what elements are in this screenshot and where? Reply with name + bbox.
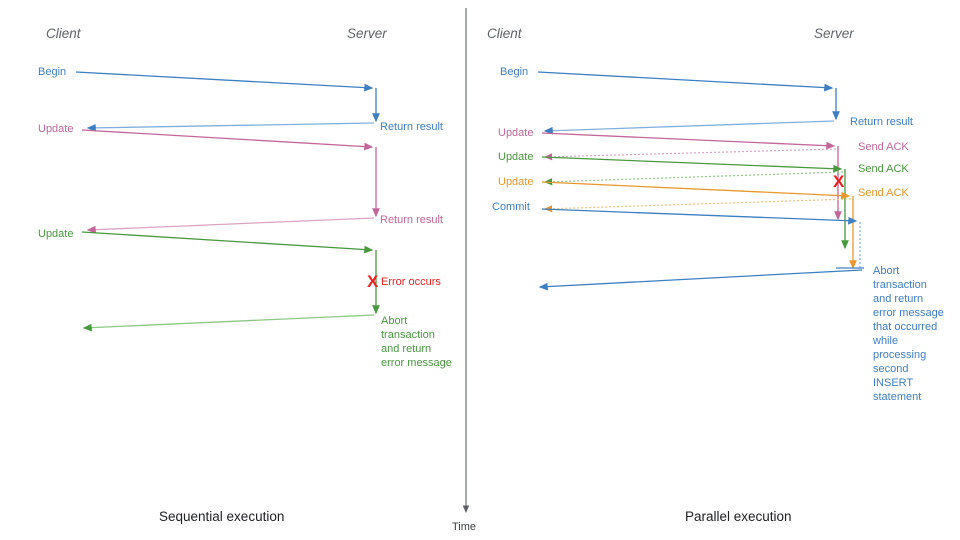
arrow-return-result-parallel	[543, 120, 835, 135]
abort-note-line-1: transaction	[381, 329, 435, 341]
arrow-update-3-parallel	[541, 181, 851, 200]
arrow-abort-return	[82, 314, 375, 332]
abort-note-parallel-line-2: and return	[873, 293, 923, 305]
time-axis-label: Time	[452, 521, 476, 533]
message-update-1-parallel-label: Update	[498, 127, 533, 139]
arrow-abort-return-parallel	[538, 269, 863, 291]
error-occurs-label: Error occurs	[381, 276, 441, 288]
message-update-1-label: Update	[38, 123, 73, 135]
message-update-3-parallel: Update	[498, 176, 851, 200]
error-x-icon: X	[367, 272, 379, 291]
error-marker-group-parallel: X	[833, 172, 845, 191]
message-update-2: Update	[38, 228, 374, 254]
message-send-ack-1: Send ACK	[543, 141, 909, 161]
abort-note-parallel-line-0: Abort	[873, 265, 899, 277]
message-begin-parallel-label: Begin	[500, 66, 528, 78]
abort-note-line-3: error message	[381, 357, 452, 369]
abort-note-parallel-line-8: INSERT	[873, 377, 913, 389]
message-return-result-2-label: Return result	[380, 214, 443, 226]
message-begin-label: Begin	[38, 66, 66, 78]
arrow-return-result-1	[86, 122, 375, 132]
abort-note-sequential: Abort transaction and return error messa…	[381, 315, 452, 369]
caption-parallel: Parallel execution	[685, 509, 792, 524]
actor-server-label-parallel: Server	[814, 26, 854, 41]
message-update-2-label: Update	[38, 228, 73, 240]
message-update-1-parallel: Update	[498, 127, 836, 150]
message-update-3-parallel-label: Update	[498, 176, 533, 188]
panel-sequential: Client Server Begin Return result Update	[38, 26, 452, 524]
message-update-2-parallel: Update	[498, 151, 843, 173]
message-send-ack-2: Send ACK	[543, 163, 909, 186]
abort-note-parallel-line-3: error message	[873, 307, 944, 319]
actor-client-label-parallel: Client	[487, 26, 523, 41]
message-abort-return	[82, 314, 375, 332]
message-return-result-2: Return result	[86, 214, 443, 234]
arrow-commit-parallel	[541, 208, 858, 225]
arrow-return-result-2	[86, 217, 375, 234]
message-return-result-parallel: Return result	[543, 116, 913, 135]
arrow-send-ack-1	[543, 148, 837, 161]
error-marker-group: X Error occurs	[367, 272, 441, 291]
message-return-result-1: Return result	[86, 121, 443, 133]
message-send-ack-1-label: Send ACK	[858, 141, 909, 153]
message-begin: Begin	[38, 66, 374, 92]
actor-client-label: Client	[46, 26, 82, 41]
actor-server-label: Server	[347, 26, 387, 41]
arrow-send-ack-3	[543, 198, 852, 213]
arrow-update-2-parallel	[541, 156, 843, 173]
abort-note-line-2: and return	[381, 343, 431, 355]
error-x-icon-parallel: X	[833, 172, 845, 191]
abort-note-parallel-line-6: processing	[873, 349, 926, 361]
message-update-1: Update	[38, 123, 374, 151]
message-return-result-parallel-label: Return result	[850, 116, 913, 128]
abort-note-parallel-line-4: that occurred	[873, 321, 937, 333]
abort-note-parallel-line-9: statement	[873, 391, 921, 403]
abort-note-parallel-line-1: transaction	[873, 279, 927, 291]
message-update-2-parallel-label: Update	[498, 151, 533, 163]
arrow-send-ack-2	[543, 171, 844, 186]
arrow-update-1-parallel	[541, 132, 836, 150]
arrow-update-2	[81, 231, 374, 254]
message-send-ack-3-label: Send ACK	[858, 187, 909, 199]
message-send-ack-2-label: Send ACK	[858, 163, 909, 175]
message-return-result-1-label: Return result	[380, 121, 443, 133]
abort-note-parallel-line-7: second	[873, 363, 908, 375]
arrow-begin-parallel	[537, 71, 834, 92]
message-abort-return-parallel	[538, 269, 863, 291]
abort-note-line-0: Abort	[381, 315, 407, 327]
panel-parallel: Client Server Begin Return result Update	[487, 26, 944, 524]
abort-note-parallel-line-5: while	[872, 335, 898, 347]
caption-sequential: Sequential execution	[159, 509, 284, 524]
message-begin-parallel: Begin	[500, 66, 834, 92]
message-send-ack-3: Send ACK	[543, 187, 909, 213]
abort-note-parallel: Abort transaction and return error messa…	[872, 265, 944, 403]
message-commit-parallel: Commit	[492, 201, 858, 225]
arrow-update-1	[81, 129, 374, 151]
message-commit-parallel-label: Commit	[492, 201, 530, 213]
arrow-begin	[75, 71, 374, 92]
